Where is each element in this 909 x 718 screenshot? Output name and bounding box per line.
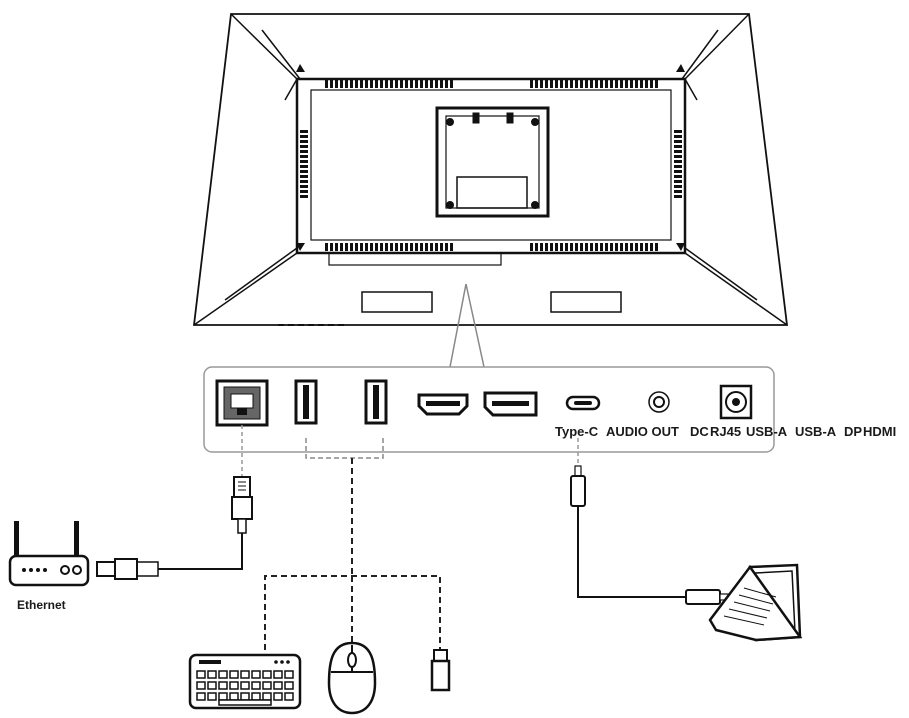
- keyboard-key: [251, 692, 261, 701]
- vesa-mount: [435, 106, 550, 218]
- keyboard-key: [207, 692, 217, 701]
- usb-flash-drive-icon: [430, 649, 451, 692]
- keyboard-key: [284, 692, 294, 701]
- monitor-back: [192, 13, 789, 326]
- keyboard-key: [218, 681, 228, 690]
- keyboard-key: [240, 681, 250, 690]
- type-c-cable: [570, 438, 729, 605]
- ethernet-cable: [96, 425, 253, 580]
- keyboard-key: [229, 681, 239, 690]
- label-hdmi: HDMI: [863, 424, 896, 439]
- label-audio-out: AUDIO OUT: [606, 424, 679, 439]
- keyboard-key: [251, 670, 261, 679]
- keyboard-key: [196, 692, 206, 701]
- keyboard-key: [284, 681, 294, 690]
- keyboard-key: [273, 692, 283, 701]
- keyboard-key: [262, 681, 272, 690]
- label-usb-a-1: USB-A: [746, 424, 788, 439]
- displayport-port[interactable]: [483, 391, 538, 417]
- laptop-key-row: [728, 608, 768, 619]
- hdmi-port[interactable]: [417, 393, 469, 416]
- laptop-icon: [708, 563, 803, 642]
- mouse-icon: [327, 641, 377, 715]
- corner-markers: [296, 64, 685, 251]
- keyboard-key: [196, 670, 206, 679]
- keyboard-key: [207, 681, 217, 690]
- keyboard-key: [262, 692, 272, 701]
- keyboard-key: [251, 681, 261, 690]
- rj45-port[interactable]: [215, 379, 269, 427]
- label-dp: DP: [844, 424, 862, 439]
- keyboard-key: [273, 681, 283, 690]
- keyboard-key: [218, 670, 228, 679]
- keyboard-key: [240, 670, 250, 679]
- io-panel: [203, 366, 775, 453]
- label-dc: DC: [690, 424, 709, 439]
- keyboard-key: [229, 670, 239, 679]
- type-c-port[interactable]: [565, 395, 601, 411]
- laptop-key-row: [743, 587, 777, 598]
- keyboard-key: [240, 692, 250, 701]
- keyboard-key: [284, 670, 294, 679]
- label-type-c: Type-C: [555, 424, 599, 439]
- laptop-key-row: [738, 594, 774, 605]
- keyboard-key: [229, 692, 239, 701]
- keyboard-key: [218, 692, 228, 701]
- keyboard-icon: [188, 653, 302, 710]
- laptop-key-row: [723, 615, 765, 626]
- label-rj45: RJ45: [710, 424, 741, 439]
- usb-a-port-1[interactable]: [294, 379, 318, 425]
- router-icon: [8, 521, 90, 587]
- keyboard-spacebar: [218, 699, 272, 706]
- port-label-row: Type-C AUDIO OUT DC RJ45 USB-A USB-A DP …: [555, 424, 896, 439]
- label-usb-a-2: USB-A: [795, 424, 837, 439]
- audio-out-jack[interactable]: [648, 391, 670, 413]
- keyboard-key: [207, 670, 217, 679]
- keyboard-key: [196, 681, 206, 690]
- zoom-callout: [449, 283, 485, 368]
- dc-power-jack[interactable]: [719, 384, 753, 420]
- ventilation-grilles: [300, 80, 682, 251]
- keyboard-key: [273, 670, 283, 679]
- laptop-key-row: [733, 601, 771, 612]
- keyboard-key: [262, 670, 272, 679]
- usb-a-port-2[interactable]: [364, 379, 388, 425]
- router-label: Ethernet: [17, 598, 66, 612]
- usb-peripheral-links: [264, 438, 441, 650]
